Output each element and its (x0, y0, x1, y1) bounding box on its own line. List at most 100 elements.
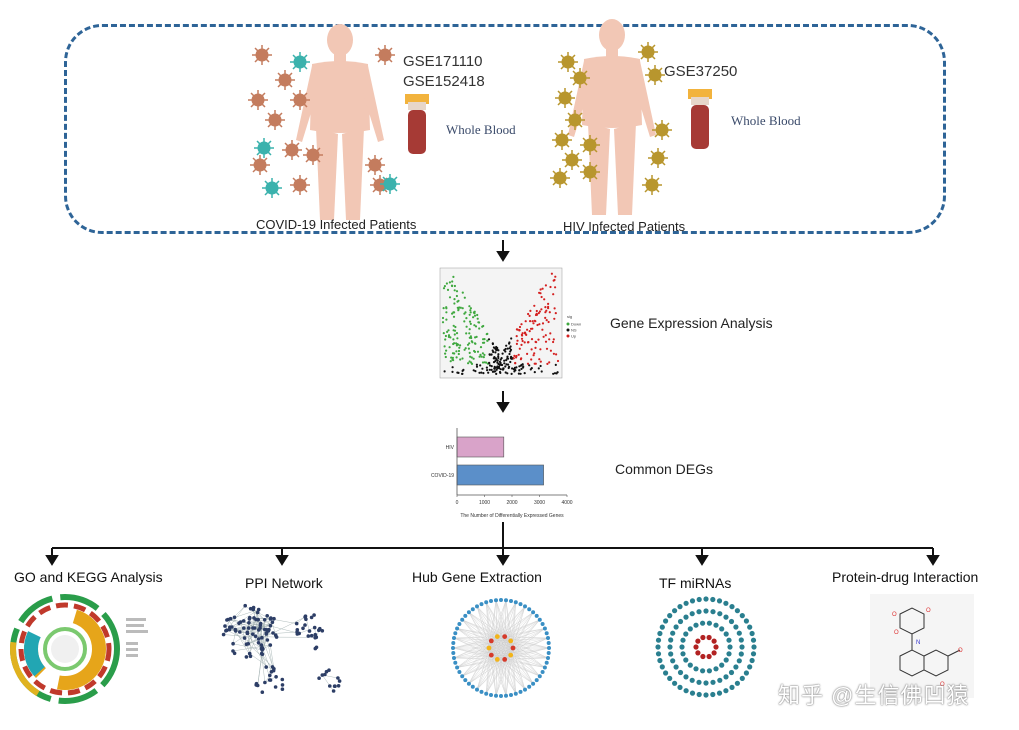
volcano-point (451, 280, 454, 283)
hub-edge (476, 606, 505, 637)
volcano-point (538, 310, 541, 313)
hub-outer-node (546, 656, 550, 660)
volcano-point (518, 365, 521, 368)
hub-outer-node (460, 617, 465, 622)
volcano-point (472, 369, 475, 372)
hub-edge (491, 602, 516, 642)
analysis-protein-drug-label: Protein-drug Interaction (832, 569, 979, 585)
hub-outer-node (544, 660, 549, 665)
tf-mirna-node (711, 650, 717, 656)
hub-outer-node (455, 626, 460, 631)
tf-mirna-node (743, 670, 749, 676)
tf-mirna-node (713, 666, 719, 672)
ppi-edge (235, 630, 251, 657)
volcano-point (491, 370, 494, 373)
hub-outer-node (513, 600, 518, 605)
hub-gene-node (494, 634, 500, 639)
hub-gene-node (508, 652, 514, 658)
hub-edge (504, 659, 534, 684)
volcano-point (527, 312, 530, 316)
hub-outer-node (484, 691, 489, 696)
volcano-point (534, 362, 537, 365)
volcano-point (475, 365, 479, 368)
tf-mirna-node (667, 675, 673, 681)
hub-outer-node (453, 631, 458, 636)
volcano-point (515, 335, 518, 338)
volcano-point (465, 332, 468, 335)
hub-edge (462, 647, 490, 677)
volcano-point (540, 308, 543, 311)
hub-outer-node (537, 617, 542, 622)
volcano-point (487, 338, 491, 341)
ppi-edge (248, 643, 273, 668)
tf-mirna-node (693, 622, 699, 628)
hub-edge (491, 600, 497, 656)
ppi-edge (227, 619, 236, 630)
volcano-point (509, 360, 512, 364)
ppi-edge (262, 647, 272, 672)
hub-outer-node (523, 687, 527, 692)
ppi-node (303, 615, 307, 619)
hub-edge (504, 636, 550, 649)
hub-outer-node (509, 599, 513, 603)
tf-mirna-node (723, 674, 729, 680)
tf-mirna-node (703, 680, 709, 686)
volcano-point (481, 352, 484, 355)
hub-outer-node (527, 684, 532, 689)
hub-outer-node (546, 651, 551, 655)
volcano-point (506, 347, 509, 350)
hub-edge (457, 654, 492, 668)
volcano-point (469, 311, 472, 314)
volcano-point (531, 327, 534, 330)
hub-gene-node (488, 638, 494, 644)
ppi-node (309, 633, 314, 638)
hub-edge (462, 619, 498, 637)
volcano-point (510, 372, 513, 375)
volcano-point (483, 341, 486, 344)
tf-mirna-node (700, 653, 706, 660)
hub-outer-node (457, 622, 462, 626)
volcano-point (467, 347, 470, 350)
ppi-node (228, 616, 233, 621)
volcano-point (503, 359, 506, 362)
tf-mirna-node (657, 657, 663, 664)
hub-outer-node (494, 693, 498, 698)
volcano-point (473, 314, 477, 317)
tf-mirna-node (663, 618, 669, 624)
tf-mirna-node (711, 638, 717, 644)
ppi-node (258, 621, 263, 626)
tf-mirna-node (750, 651, 757, 657)
tf-mirna-node (667, 613, 673, 619)
hub-edge (457, 628, 492, 642)
volcano-point (496, 361, 499, 364)
hub-edge (510, 654, 548, 659)
volcano-point (544, 334, 547, 337)
bar-hiv (456, 436, 505, 458)
tf-mirna-node (695, 638, 701, 644)
hub-edge (510, 602, 516, 641)
ppi-node (324, 669, 329, 674)
hiv-blood-tube-icon (688, 89, 712, 149)
hub-outer-node (470, 607, 475, 612)
volcano-point (459, 358, 462, 361)
tf-mirna-node (677, 618, 684, 625)
tf-mirna-node (706, 653, 712, 660)
tf-mirna-node (736, 658, 742, 664)
tf-mirna-node (683, 674, 689, 680)
volcano-point (513, 366, 516, 369)
volcano-point (533, 371, 536, 374)
ppi-node (264, 665, 268, 669)
tf-mirna-node (663, 670, 669, 676)
ppi-edge (249, 627, 254, 654)
hub-outer-node (504, 693, 508, 698)
volcano-point (443, 370, 446, 373)
volcano-point (495, 366, 498, 369)
hub-edge (476, 606, 490, 649)
tf-mirna-node (716, 690, 723, 696)
ppi-node (252, 616, 256, 620)
hub-edge (497, 659, 507, 696)
volcano-legend: sig Down NS Up (566, 314, 581, 339)
hub-edge (476, 654, 492, 690)
volcano-point (523, 341, 526, 344)
tf-mirna-node (734, 680, 740, 686)
